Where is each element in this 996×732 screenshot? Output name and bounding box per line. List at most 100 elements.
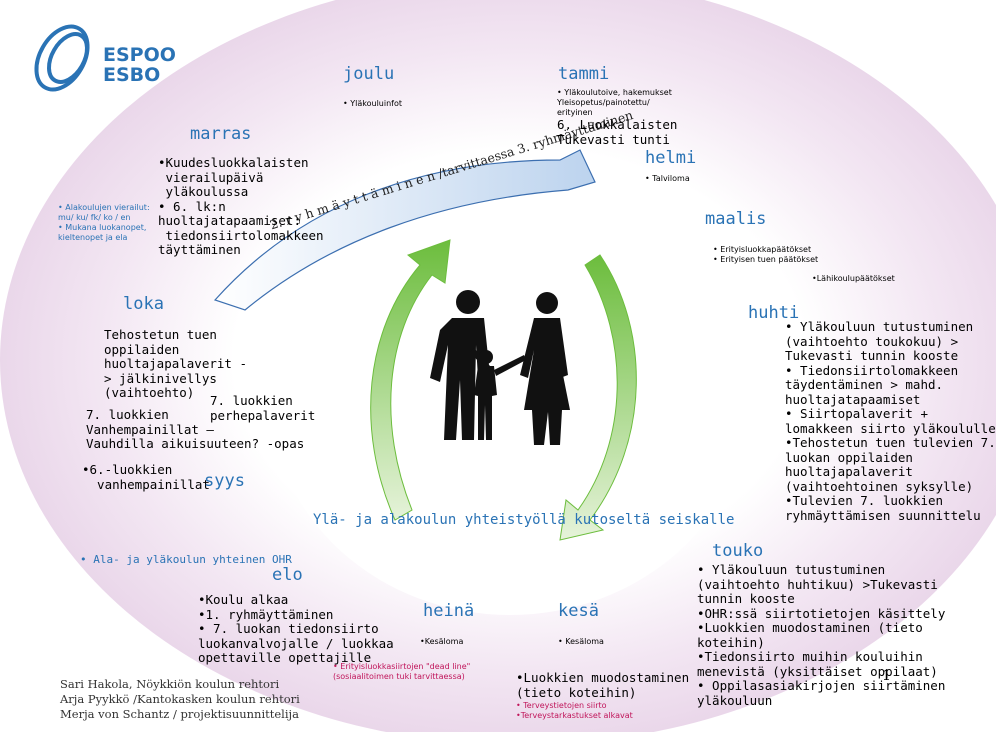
- tammi-big-line: Tukevasti tunti: [557, 131, 670, 147]
- kesa-red-line: •Terveystarkastukset alkavat: [516, 711, 633, 720]
- loka3-line: perhepalaverit: [210, 407, 316, 423]
- left-note-line: mu/ ku/ fk/ ko / en: [58, 213, 131, 222]
- huhti-item: •Tehostetun tuen tulevien 7.: [785, 435, 996, 450]
- marras-item: •Kuudesluokkalaisten: [158, 155, 309, 170]
- month-label-joulu: joulu: [343, 64, 395, 84]
- heina-item: •Kesäloma: [420, 637, 464, 646]
- touko-item: • Oppilasasiakirjojen siirtäminen: [697, 678, 946, 693]
- loka2-line: Vauhdilla aikuisuuteen? -opas: [86, 436, 305, 451]
- touko-items: • Yläkouluun tutustuminen (vaihtoehto hu…: [697, 562, 946, 708]
- month-label-huhti: huhti: [748, 303, 800, 323]
- tammi-big-line: 6. Luokkalaisten: [557, 117, 678, 132]
- huhti-item: ryhmäyttämisen suunnittelu: [785, 507, 981, 523]
- tammi-big: 6. Luokkalaisten Tukevasti tunti: [557, 117, 678, 147]
- helmi-item: • Talviloma: [645, 174, 690, 183]
- huhti-item: (vaihtoehto toukokuu) >: [785, 333, 959, 349]
- family-silhouette-icon: [430, 290, 570, 445]
- touko-item: • Yläkouluun tutustuminen: [697, 562, 886, 577]
- loka-item: > jälkinivellys: [104, 370, 217, 386]
- ohr-note: • Ala- ja yläkoulun yhteinen OHR: [80, 553, 292, 566]
- cycle-arrow-right: [559, 254, 637, 541]
- syys-line: •6.-luokkien: [82, 462, 173, 477]
- touko-item: •OHR:ssä siirtotietojen käsittely: [697, 605, 946, 621]
- deadline-line: • Erityisluokkasiirtojen "dead line": [333, 662, 471, 671]
- kesa-bottom: •Luokkien muodostaminen (tieto koteihin): [516, 670, 690, 700]
- huhti-item: (vaihtoehtoinen syksylle): [785, 478, 974, 494]
- loka-item: oppilaiden: [104, 341, 180, 357]
- kesa-bottom-line: •Luokkien muodostaminen: [516, 670, 690, 685]
- touko-item: yläkouluun: [697, 692, 773, 708]
- month-label-tammi: tammi: [558, 64, 610, 84]
- elo-item: •1. ryhmäyttäminen: [198, 606, 334, 622]
- elo-item: opettaville opettajille: [198, 650, 372, 665]
- deadline-note: • Erityisluokkasiirtojen "dead line" (so…: [333, 662, 470, 682]
- maalis-items: • Erityisluokkapäätökset • Erityisen tue…: [713, 245, 818, 265]
- left-note: • Alakoulujen vierailut: mu/ ku/ fk/ ko …: [58, 203, 150, 243]
- tammi-items: • Yläkoulutoive, hakemukset Yleisopetus/…: [557, 88, 672, 118]
- logo-line-1: ESPOO: [103, 44, 176, 66]
- kesa-red-line: • Terveystietojen siirto: [516, 701, 607, 710]
- left-note-line: • Alakoulujen vierailut:: [58, 203, 150, 212]
- huhti-item: luokan oppilaiden: [785, 449, 913, 465]
- marras-item: tiedonsiirtolomakkeen: [158, 227, 324, 243]
- left-note-line: kieltenopet ja ela: [58, 233, 128, 242]
- marras-item: täyttäminen: [158, 242, 241, 257]
- cycle-arrow-left: [370, 239, 451, 521]
- month-label-loka: loka: [123, 294, 164, 314]
- month-label-syys: syys: [204, 471, 245, 491]
- touko-item: •Tiedonsiirto muihin kouluihin: [697, 649, 923, 664]
- loka-item: huoltajapalaverit -: [104, 356, 247, 371]
- huhti-item: huoltajatapaamiset: [785, 391, 921, 407]
- page-number: 1: [882, 668, 891, 684]
- banner-arrow: [213, 149, 596, 311]
- authors: Sari Hakola, Nöykkiön koulun rehtori Arj…: [60, 677, 300, 722]
- marras-items: •Kuudesluokkalaisten vierailupäivä yläko…: [158, 155, 324, 258]
- espoo-logo-mark: [34, 24, 90, 92]
- huhti-item: • Tiedonsiirtolomakkeen: [785, 362, 959, 378]
- touko-item: koteihin): [697, 634, 765, 650]
- huhti-item: lomakkeen siirto yläkoululle: [785, 420, 996, 436]
- syys-line: vanhempainillat: [82, 476, 210, 492]
- joulu-item: • Yläkouluinfot: [343, 99, 403, 108]
- deadline-line: (sosiaalitoimen tuki tarvittaessa): [333, 672, 465, 681]
- huhti-item: huoltajapalaverit: [785, 464, 913, 479]
- touko-item: •Luokkien muodostaminen (tieto: [697, 620, 923, 635]
- espoo-logo-text: ESPOO ESBO: [103, 45, 176, 85]
- loka3-line: 7. luokkien: [210, 393, 293, 408]
- loka-perhepalaverit: 7. luokkien perhepalaverit: [210, 393, 316, 423]
- marras-item: • 6. lk:n: [158, 198, 226, 214]
- maalis-item: • Erityisluokkapäätökset: [713, 245, 812, 254]
- lahikoulu-item: •Lähikoulupäätökset: [812, 274, 895, 283]
- touko-item: (vaihtoehto huhtikuu) >Tukevasti: [697, 576, 938, 592]
- month-label-touko: touko: [712, 541, 764, 561]
- center-title: Ylä- ja alakoulun yhteistyöllä kutoseltä…: [313, 512, 735, 528]
- tammi-item: erityinen: [557, 108, 593, 117]
- tammi-item: • Yläkoulutoive, hakemukset: [557, 88, 672, 97]
- kesa-bottom-line: (tieto koteihin): [516, 684, 637, 700]
- month-label-kesa: kesä: [558, 601, 599, 621]
- author-line: Merja von Schantz / projektisuunnittelij…: [60, 707, 299, 721]
- huhti-item: • Yläkouluun tutustuminen: [785, 319, 974, 334]
- huhti-items: • Yläkouluun tutustuminen (vaihtoehto to…: [785, 319, 996, 523]
- loka-item: Tehostetun tuen: [104, 327, 217, 342]
- touko-item: menevistä (yksittäiset oppilaat): [697, 663, 938, 679]
- month-label-heina: heinä: [423, 601, 475, 621]
- loka-vanhempainillat: 7. luokkien Vanhempainillat – Vauhdilla …: [86, 407, 305, 452]
- kesa-item: • Kesäloma: [558, 637, 604, 646]
- marras-item: vierailupäivä: [158, 169, 264, 185]
- loka-items: Tehostetun tuen oppilaiden huoltajapalav…: [104, 327, 247, 401]
- author-line: Sari Hakola, Nöykkiön koulun rehtori: [60, 677, 280, 691]
- huhti-item: • Siirtopalaverit +: [785, 406, 928, 421]
- tammi-item: Yleisopetus/painotettu/: [557, 98, 650, 107]
- month-label-maalis: maalis: [705, 209, 767, 229]
- touko-item: tunnin kooste: [697, 591, 795, 606]
- month-label-elo: elo: [272, 565, 303, 585]
- left-note-line: • Mukana luokanopet,: [58, 223, 147, 232]
- loka2-line: Vanhempainillat –: [86, 421, 214, 437]
- huhti-item: •Tulevien 7. luokkien: [785, 493, 944, 508]
- author-line: Arja Pyykkö /Kantokasken koulun rehtori: [60, 692, 300, 706]
- loka2-line: 7. luokkien: [86, 407, 169, 422]
- maalis-item: • Erityisen tuen päätökset: [713, 255, 819, 264]
- elo-items: •Koulu alkaa •1. ryhmäyttäminen • 7. luo…: [198, 592, 394, 666]
